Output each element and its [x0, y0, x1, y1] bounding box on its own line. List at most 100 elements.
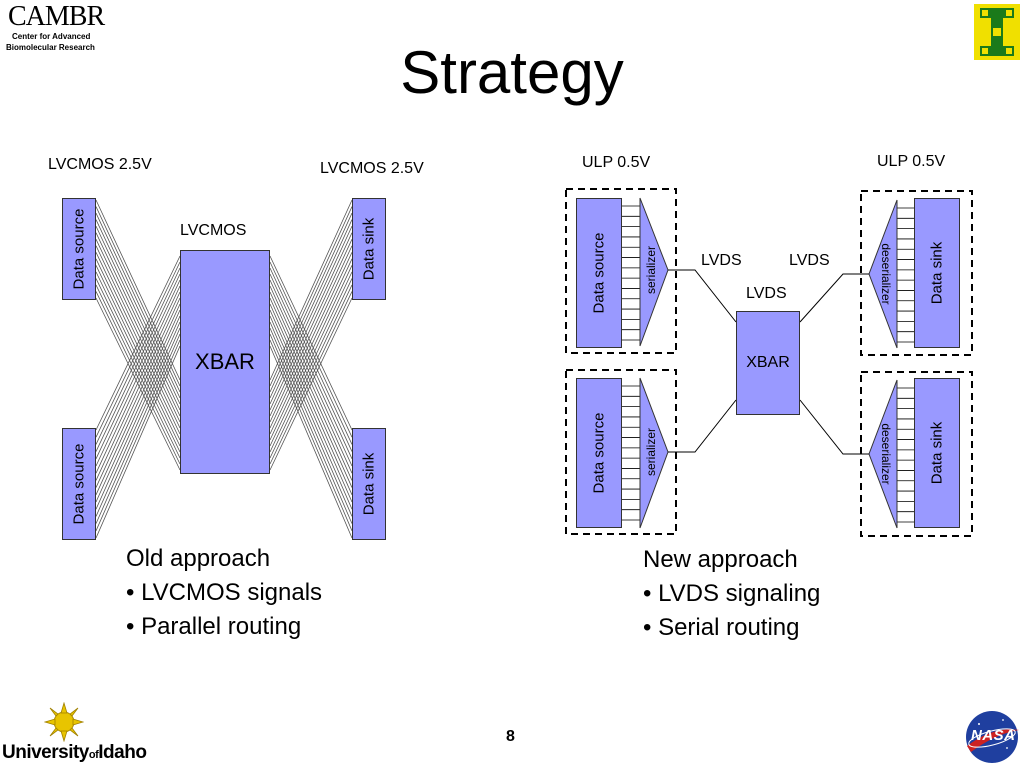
- parallel-wire: [95, 327, 181, 517]
- parallel-wire: [95, 255, 181, 431]
- university-of-idaho-logo: UniversityofIdaho: [2, 742, 147, 764]
- parallel-wire: [269, 271, 353, 447]
- university-logo-part3: Idaho: [98, 742, 147, 763]
- parallel-wire: [95, 284, 181, 459]
- data-sink-label: Data sink: [928, 421, 946, 485]
- cambr-logo-line1: Center for Advanced: [12, 32, 91, 41]
- parallel-wire: [95, 199, 181, 381]
- xbar-label: XBAR: [195, 349, 255, 374]
- parallel-wire: [269, 339, 353, 531]
- parallel-wire: [269, 219, 353, 399]
- parallel-wire: [95, 239, 181, 417]
- parallel-wire: [269, 315, 353, 503]
- parallel-wire: [95, 309, 181, 495]
- deserializer-label: deserializer: [879, 423, 893, 485]
- new-approach-caption: New approach • LVDS signaling • Serial r…: [643, 543, 820, 645]
- parallel-wire: [95, 252, 181, 429]
- old-approach-heading: Old approach: [126, 545, 271, 572]
- cambr-logo-line2: Biomolecular Research: [6, 43, 95, 52]
- dashed-group-top-right: [860, 190, 973, 356]
- lvds-wire-top-right: [799, 273, 869, 323]
- data-sink-top-left: Data sink: [352, 198, 386, 300]
- parallel-wire: [269, 291, 353, 474]
- xbar-block-left: XBAR: [180, 250, 270, 474]
- parallel-wire: [269, 232, 353, 411]
- parallel-wire: [95, 303, 181, 488]
- parallel-wire: [95, 273, 181, 452]
- data-source-top-right: Data source: [576, 198, 622, 348]
- new-approach-bullet: • LVDS signaling: [643, 580, 821, 607]
- parallel-wire: [95, 291, 181, 465]
- parallel-wire: [95, 279, 181, 459]
- parallel-wire: [269, 267, 353, 445]
- parallel-wire: [95, 278, 181, 453]
- parallel-wire: [269, 245, 353, 423]
- data-source-label: Data source: [590, 232, 608, 314]
- parallel-wire: [269, 321, 353, 510]
- parallel-wire: [95, 212, 181, 393]
- parallel-wire: [269, 303, 353, 488]
- university-logo-part1: University: [2, 742, 89, 763]
- parallel-wire: [269, 252, 353, 429]
- page-number: 8: [506, 728, 515, 745]
- serializer-top: [639, 197, 669, 347]
- parallel-wire: [269, 239, 353, 417]
- xbar-label: XBAR: [746, 354, 790, 371]
- lvds-wire-top-left: [668, 269, 737, 323]
- parallel-wire: [269, 309, 353, 495]
- data-source-bottom-right: Data source: [576, 378, 622, 528]
- parallel-wire: [95, 321, 181, 510]
- parallel-wire: [269, 261, 353, 438]
- parallel-wire: [269, 199, 353, 381]
- data-sink-label: Data sink: [928, 241, 946, 305]
- old-approach-caption: Old approach • LVCMOS signals • Parallel…: [126, 542, 322, 644]
- parallel-wire: [269, 345, 353, 539]
- parallel-wire: [95, 258, 181, 435]
- idaho-i-chip-icon: [974, 4, 1020, 60]
- parallel-wire: [269, 265, 353, 441]
- left-voltage-label-right: LVCMOS 2.5V: [320, 160, 424, 177]
- parallel-wire: [95, 245, 181, 423]
- serializer-label: serializer: [644, 427, 658, 477]
- deserializer-top: [868, 199, 898, 349]
- parallel-wire: [95, 265, 181, 441]
- left-voltage-label-left: LVCMOS 2.5V: [48, 156, 152, 173]
- deserializer-bottom: [868, 379, 898, 529]
- dashed-group-top-left: [565, 188, 677, 354]
- university-logo-part2: of: [88, 749, 99, 761]
- parallel-wire: [269, 284, 353, 459]
- data-sink-bottom-left: Data sink: [352, 428, 386, 540]
- parallel-wire: [269, 225, 353, 405]
- parallel-wire: [269, 273, 353, 452]
- parallel-wire: [95, 291, 181, 474]
- old-approach-bullet: • Parallel routing: [126, 613, 302, 640]
- cambr-logo: CAMBR Center for Advanced Biomolecular R…: [6, 2, 106, 54]
- parallel-wire: [95, 297, 181, 481]
- data-source-label: Data source: [590, 412, 608, 494]
- parallel-wire: [95, 271, 181, 447]
- serializer-label: serializer: [644, 245, 658, 295]
- parallel-wire: [269, 327, 353, 517]
- cambr-logo-name: CAMBR: [8, 1, 105, 32]
- deserializer-label: deserializer: [879, 243, 893, 305]
- parallel-wire: [269, 206, 353, 387]
- data-sink-top-right: Data sink: [914, 198, 960, 348]
- parallel-wire: [95, 297, 181, 471]
- new-approach-bullet: • Serial routing: [643, 614, 800, 641]
- slide-title: Strategy: [400, 39, 624, 106]
- parallel-wire: [95, 339, 181, 531]
- lvds-label-left: LVDS: [701, 252, 742, 269]
- right-voltage-label-right: ULP 0.5V: [877, 153, 946, 170]
- parallel-wire: [269, 278, 353, 453]
- data-sink-bottom-right: Data sink: [914, 378, 960, 528]
- parallel-wire: [269, 285, 353, 467]
- parallel-wire: [95, 225, 181, 405]
- parallel-wire: [95, 261, 181, 438]
- parallel-wire: [95, 315, 181, 503]
- parallel-wire: [269, 333, 353, 524]
- parallel-wire: [269, 212, 353, 393]
- lvds-wire-bottom-right: [799, 399, 869, 455]
- parallel-wire: [269, 297, 353, 481]
